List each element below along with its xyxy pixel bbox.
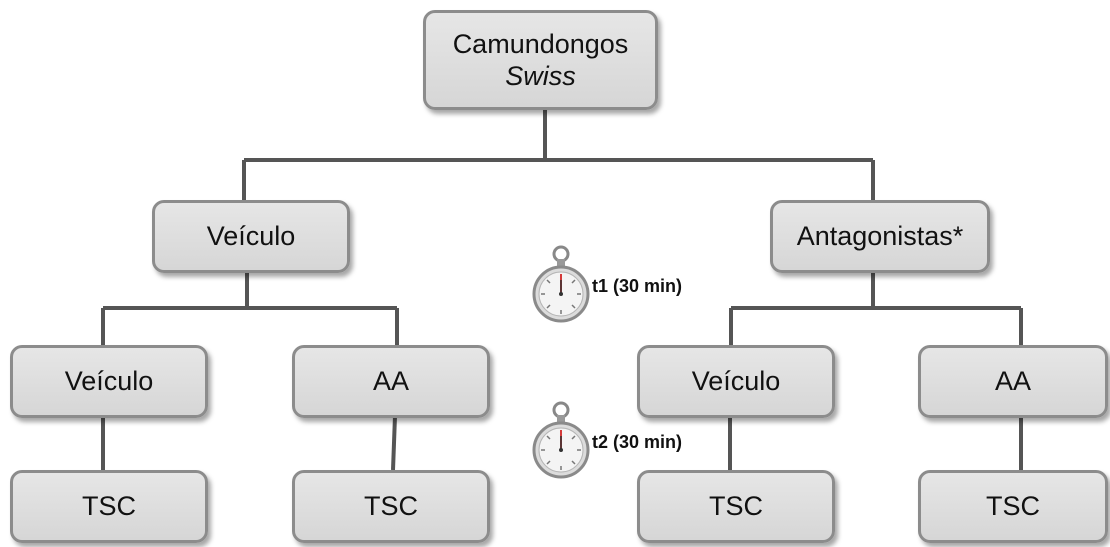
timer-t2-label: t2 (30 min) [592,432,683,452]
node-tsc-ll: TSC [10,470,208,543]
node-tsc-rl: TSC [637,470,835,543]
node-veiculo-group: Veículo [152,200,350,273]
root-node: Camundongos Swiss [423,10,658,110]
node-label: AA [994,366,1032,397]
timer-t2: t2 (30 min) [532,400,682,485]
node-veiculo-rl: Veículo [637,345,835,418]
root-sublabel: Swiss [505,61,576,91]
node-label: Antagonistas* [796,221,964,252]
node-aa-rr: AA [918,345,1108,418]
timer-t1: t1 (30 min) [532,244,682,329]
node-label: Veículo [206,221,296,252]
node-label: TSC [364,491,418,522]
root-label: Camundongos [452,28,629,59]
node-label: TSC [82,491,136,522]
node-antagonistas-group: Antagonistas* [770,200,990,273]
lr-to-tsc [391,415,397,471]
node-label: Veículo [691,366,781,397]
timer-t1-label: t1 (30 min) [592,276,683,296]
stopwatch-icon [532,244,590,329]
node-tsc-rr: TSC [918,470,1108,543]
node-tsc-lr: TSC [292,470,490,543]
node-aa-lr: AA [292,345,490,418]
node-label: AA [372,366,410,397]
node-label: TSC [709,491,763,522]
node-veiculo-ll: Veículo [10,345,208,418]
stopwatch-icon [532,400,590,485]
node-label: TSC [986,491,1040,522]
node-label: Veículo [64,366,154,397]
